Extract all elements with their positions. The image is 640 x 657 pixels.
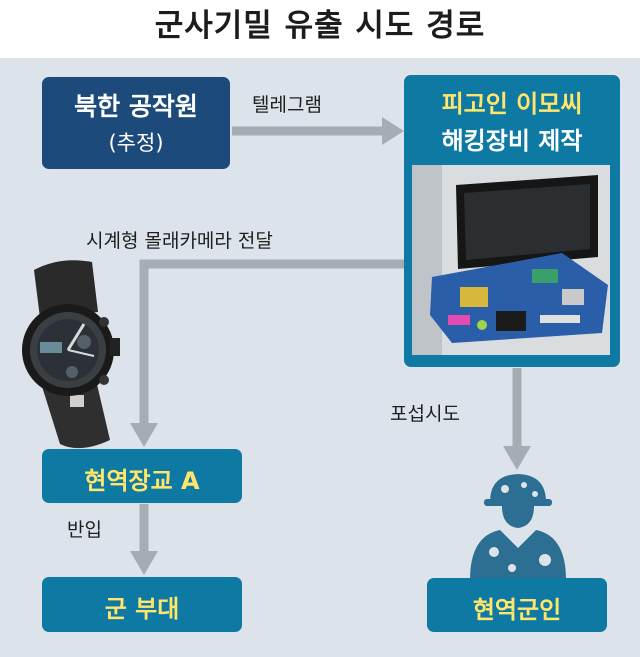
node-north-agent-line2: (추정) [108,131,164,155]
node-north-agent-line1: 북한 공작원 [74,92,198,121]
node-unit-label: 군 부대 [104,595,180,623]
arrow-recruit [503,368,531,470]
node-north-agent: 북한 공작원 (추정) [42,77,230,169]
arrow-bring-in [130,504,158,575]
node-soldier-label: 현역군인 [472,596,562,624]
arrow-watch-camera [130,259,404,447]
arrow-telegram [232,117,404,145]
node-soldier: 현역군인 [427,578,607,632]
node-defendant: 피고인 이모씨 해킹장비 제작 [404,75,620,367]
edge-label-recruit: 포섭시도 [390,403,460,425]
edge-label-telegram: 텔레그램 [252,94,322,116]
soldier-icon [470,474,566,580]
hacking-device-image [412,165,610,355]
wristwatch-image [22,260,120,449]
page-title: 군사기밀 유출 시도 경로 [154,8,486,44]
node-defendant-line1: 피고인 이모씨 [441,90,583,118]
edge-label-watch-camera: 시계형 몰래카메라 전달 [86,230,273,252]
node-officer: 현역장교 A [42,449,242,503]
node-officer-label: 현역장교 A [84,467,200,495]
node-defendant-line2: 해킹장비 제작 [441,127,583,155]
node-unit: 군 부대 [42,577,242,632]
edge-label-bring-in: 반입 [67,519,102,541]
